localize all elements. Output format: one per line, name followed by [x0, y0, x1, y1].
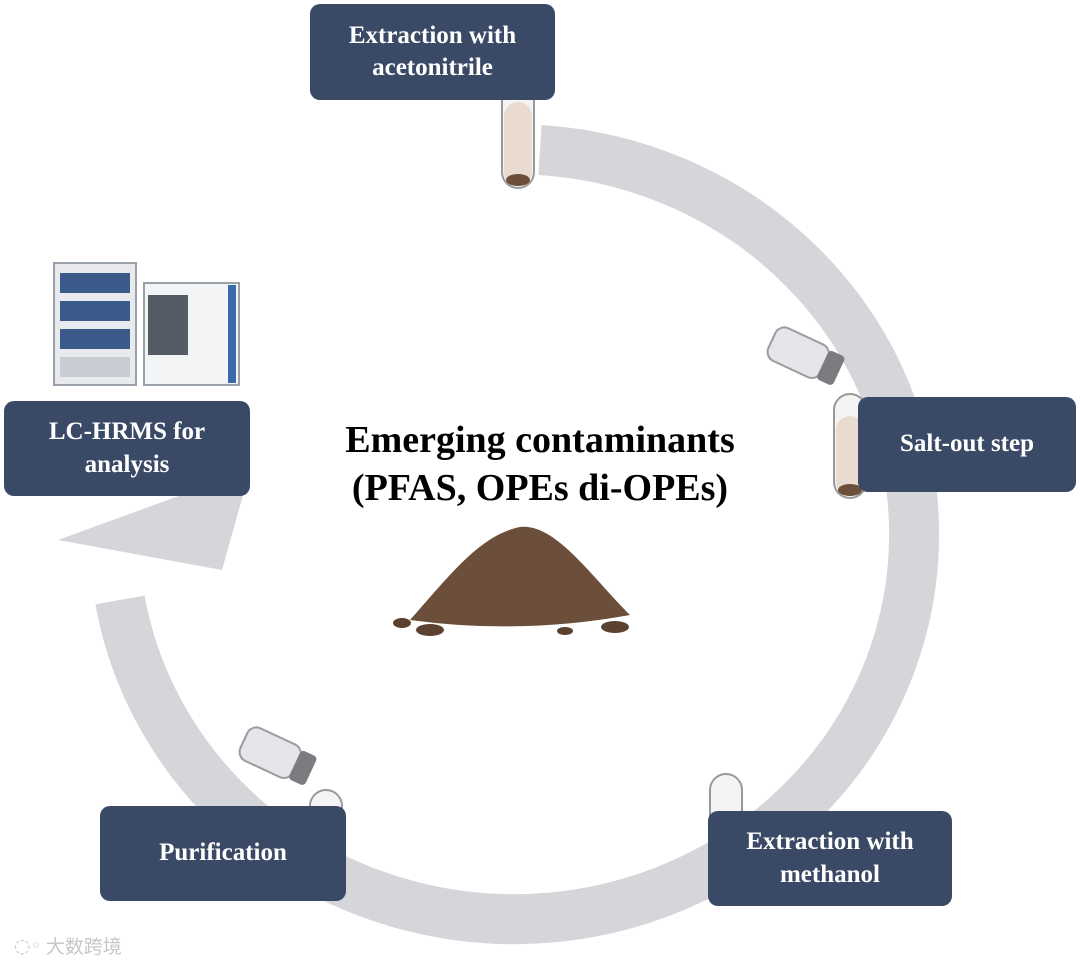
step-extraction-methanol: Extraction with methanol — [708, 811, 952, 906]
step-label-line: LC-HRMS for — [48, 418, 206, 445]
step-label-line: Extraction with — [348, 21, 517, 49]
step-label-line: Salt-out step — [899, 430, 1035, 458]
step-extraction-acetonitrile: Extraction with acetonitrile — [310, 4, 555, 100]
step-label-line: Extraction with — [746, 828, 914, 855]
step-salt-out: Salt-out step — [858, 397, 1076, 492]
salt-shaker-icon — [238, 726, 317, 785]
step-purification: Purification — [100, 806, 346, 901]
step-label-line: acetonitrile — [372, 54, 493, 81]
step-label-line: methanol — [779, 860, 880, 888]
watermark: ◌◦ 大数跨境 — [14, 932, 122, 959]
center-title-line1: Emerging contaminants — [345, 419, 735, 461]
step-lc-hrms-analysis: LC-HRMS for analysis — [4, 401, 250, 496]
step-label-line: analysis — [84, 450, 170, 478]
lc-hrms-instrument-icon — [53, 262, 240, 386]
soil-pile-icon — [393, 526, 630, 636]
center-title-line2: (PFAS, OPEs di-OPEs) — [351, 467, 729, 509]
step-label-line: Purification — [159, 839, 287, 867]
watermark-logo-icon: ◌◦ — [14, 934, 42, 957]
watermark-text: 大数跨境 — [45, 936, 122, 958]
salt-shaker-icon — [766, 326, 845, 385]
